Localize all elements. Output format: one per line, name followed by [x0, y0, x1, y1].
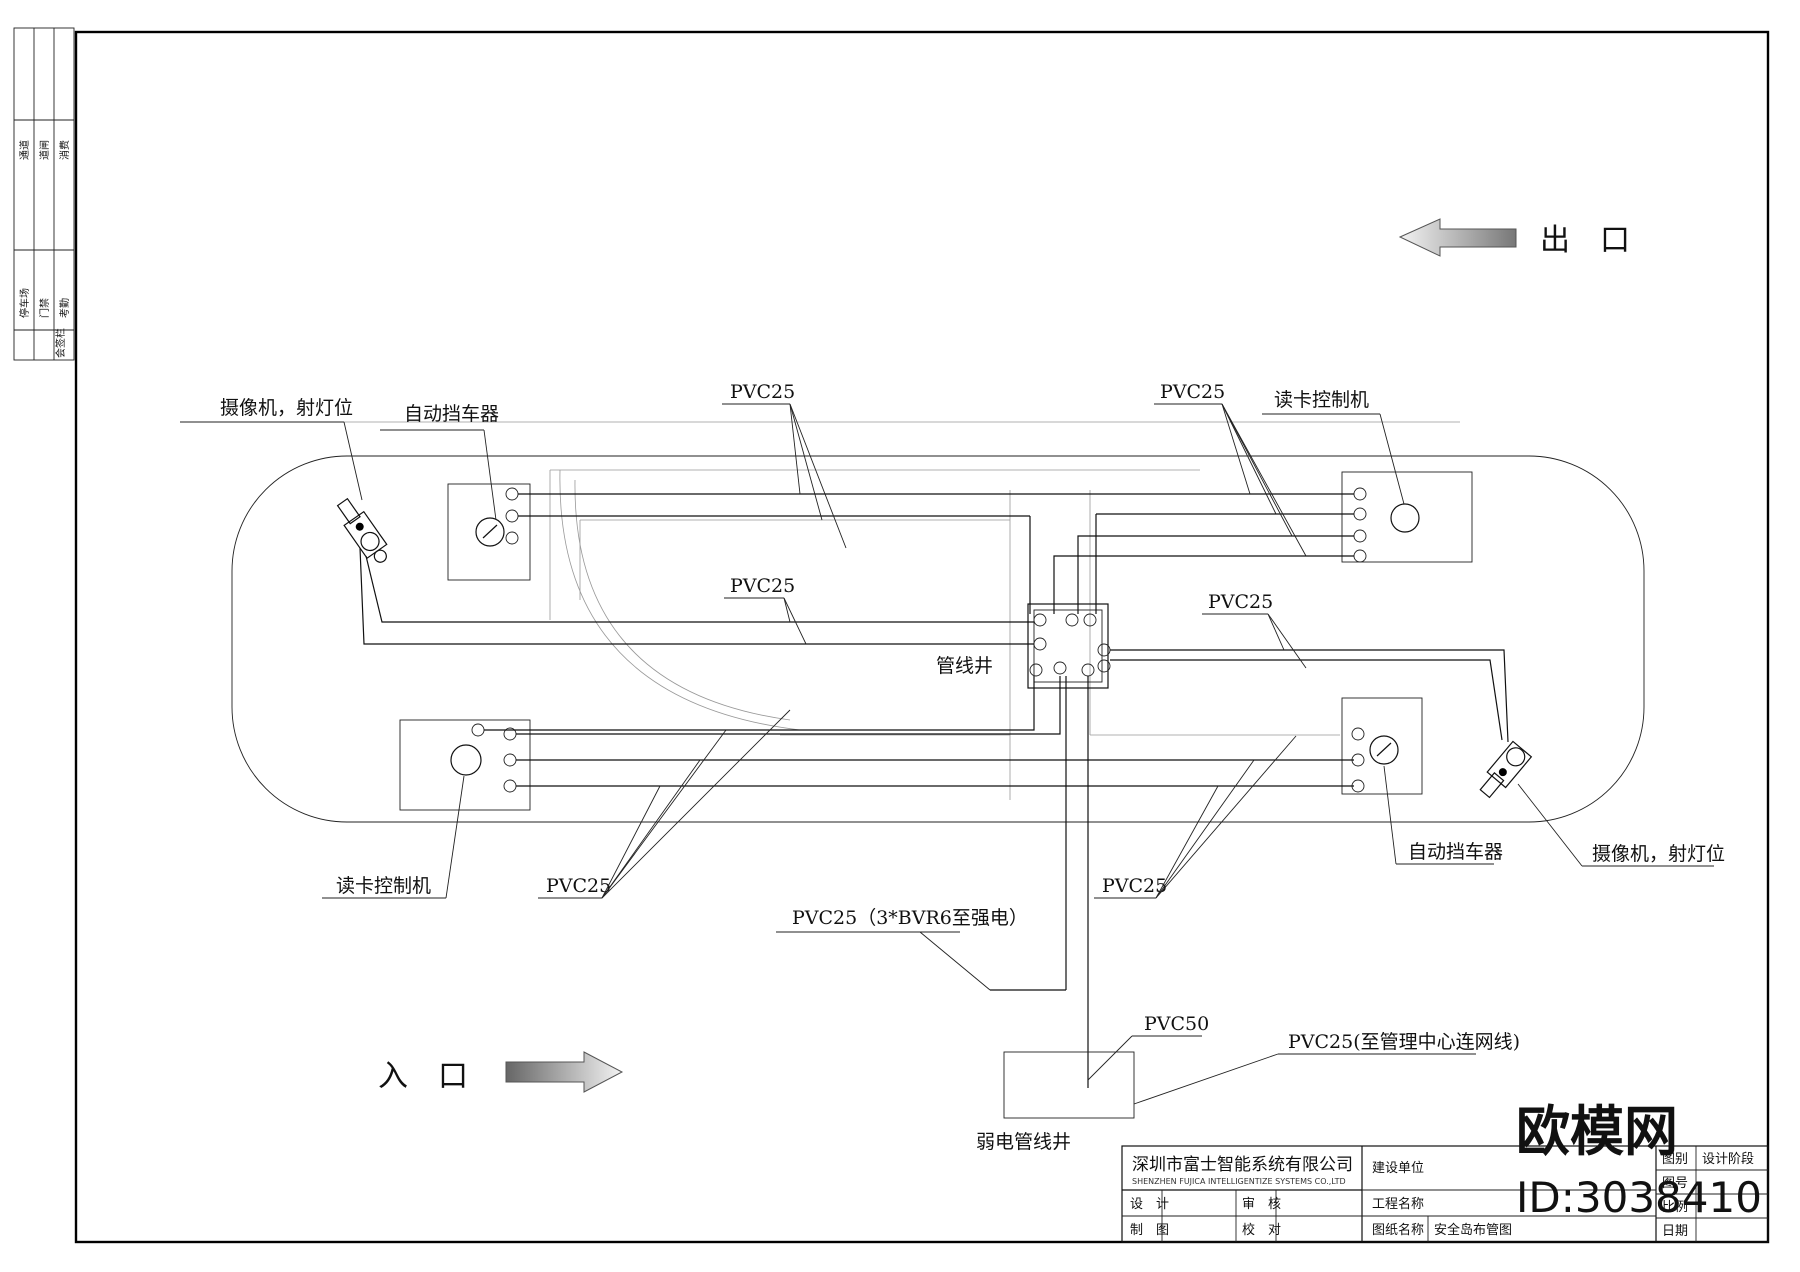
pvc-callout: PVC25: [730, 575, 795, 597]
entrance-label: 入 口: [378, 1059, 468, 1094]
project-name-label: 工程名称: [1372, 1196, 1424, 1212]
signoff-title: 会签栏: [54, 328, 67, 358]
draw-label: 制 图: [1130, 1223, 1169, 1238]
weak-current-well-label: 弱电管线井: [976, 1131, 1071, 1153]
company-name-en: SHENZHEN FUJICA INTELLIGENTIZE SYSTEMS C…: [1132, 1177, 1346, 1186]
camera-left-label: 摄像机，射灯位: [220, 397, 353, 419]
company-name: 深圳市富士智能系统有限公司: [1132, 1155, 1353, 1175]
signoff-cell: 通道: [18, 140, 31, 160]
scale-label: 比例: [1662, 1200, 1688, 1215]
signoff-cell: 考勤: [58, 298, 71, 318]
pvc-callout: PVC25: [1160, 381, 1225, 403]
watermark-id: ID:3038410: [1516, 1173, 1762, 1222]
weak-current-well: [1003, 1051, 1135, 1119]
watermark-logo: 欧模网: [1516, 1100, 1678, 1163]
signoff-column: 通道 道闸 消费 停车场 门禁 考勤 会签栏: [13, 27, 75, 361]
barrier-right-label: 自动挡车器: [1408, 841, 1503, 863]
drawing-no-label: 图号: [1662, 1176, 1688, 1191]
pvc-network-callout: PVC25(至管理中心连网线): [1288, 1031, 1520, 1053]
pvc50-callout: PVC50: [1144, 1013, 1209, 1035]
pipe-well: [1027, 603, 1111, 689]
drawing-name-label: 图纸名称: [1372, 1222, 1424, 1238]
card-reader-bottom-label: 读卡控制机: [336, 875, 431, 897]
guide-lines: [180, 421, 1460, 800]
exit-arrow: [1398, 218, 1517, 257]
pvc-callout: PVC25: [1208, 591, 1273, 613]
title-block: [1121, 1145, 1769, 1243]
camera-left: [336, 497, 388, 563]
card-reader-bottom: [399, 719, 531, 811]
exit-label: 出 口: [1540, 223, 1630, 258]
drawing-frame: [74, 30, 1770, 1244]
entrance-arrow: [505, 1051, 624, 1093]
review-label: 审 核: [1242, 1197, 1281, 1212]
pvc-callout: PVC25: [730, 381, 795, 403]
pipe-well-label: 管线井: [936, 655, 993, 677]
signoff-cell: 道闸: [38, 140, 51, 160]
barrier-right: [1341, 697, 1423, 795]
signoff-cell: 停车场: [18, 288, 31, 318]
drawing-name: 安全岛布管图: [1434, 1222, 1512, 1238]
camera-right: [1479, 740, 1533, 799]
barrier-left-label: 自动挡车器: [404, 403, 499, 425]
card-reader-top: [1341, 471, 1473, 563]
pvc-power-callout: PVC25（3*BVR6至强电）: [792, 907, 1028, 929]
safety-island: [231, 455, 1645, 823]
wiring: [359, 493, 1509, 1088]
signoff-cell: 门禁: [38, 298, 51, 318]
date-label: 日期: [1662, 1224, 1688, 1239]
category-label: 图别: [1662, 1152, 1688, 1167]
camera-right-label: 摄像机，射灯位: [1592, 843, 1725, 865]
card-reader-top-label: 读卡控制机: [1274, 389, 1369, 411]
stage-label: 设计阶段: [1702, 1152, 1754, 1167]
check-label: 校 对: [1242, 1222, 1281, 1238]
pvc-callout: PVC25: [546, 875, 611, 897]
pvc-callout: PVC25: [1102, 875, 1167, 897]
client-label: 建设单位: [1372, 1161, 1424, 1176]
signoff-cell: 消费: [58, 140, 71, 160]
design-label: 设 计: [1130, 1197, 1169, 1212]
